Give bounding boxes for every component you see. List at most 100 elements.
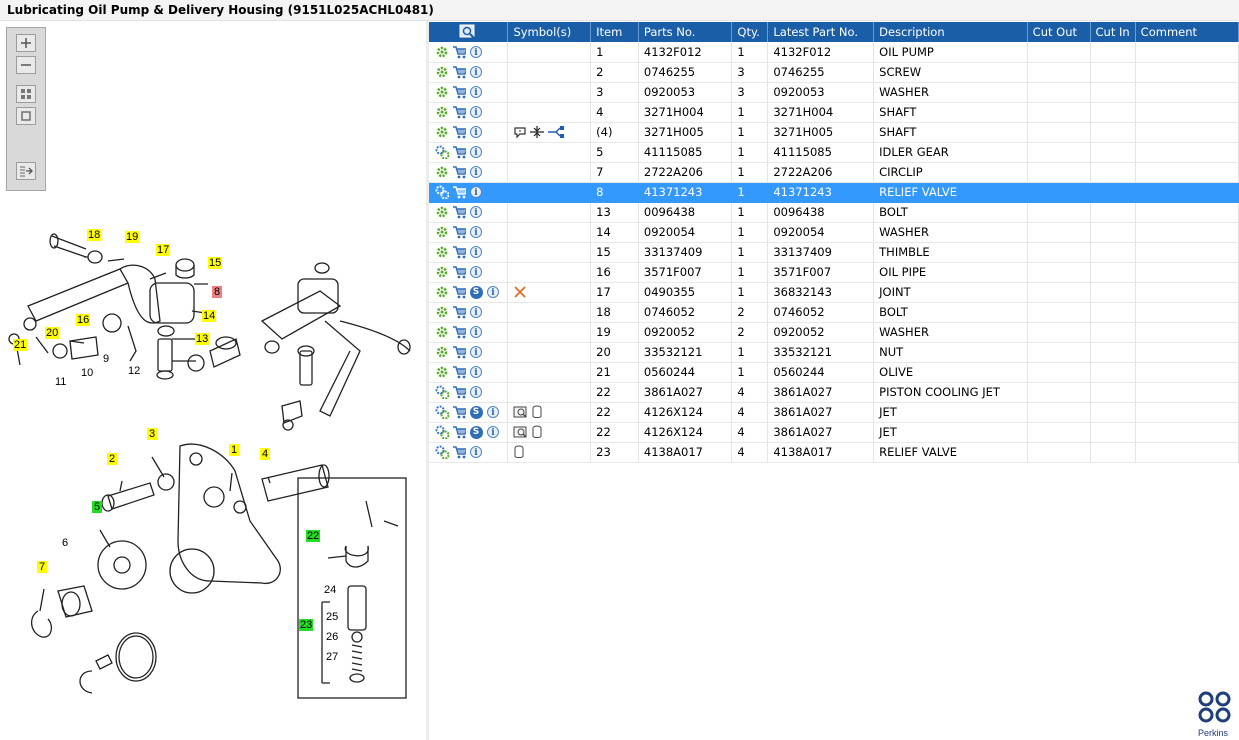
row-qty[interactable]: 4 (731, 402, 769, 423)
row-cut-in[interactable] (1090, 342, 1136, 363)
row-qty[interactable]: 1 (731, 262, 769, 283)
row-latest-part-no[interactable]: 3861A027 (767, 402, 875, 423)
row-qty[interactable]: 3 (731, 82, 769, 103)
row-description[interactable]: OLIVE (873, 362, 1028, 383)
table-row[interactable]: i 16 3571F007 1 3571F007 OIL PIPE (429, 262, 1239, 283)
cart-icon[interactable] (452, 45, 466, 59)
multi-gear-icon[interactable] (435, 385, 449, 399)
row-comment[interactable] (1135, 262, 1239, 283)
search-parts-icon[interactable] (459, 24, 477, 40)
cart-icon[interactable] (452, 405, 466, 419)
row-cut-in[interactable] (1090, 62, 1136, 83)
gear-icon[interactable] (435, 245, 449, 259)
row-item[interactable]: 22 (590, 402, 639, 423)
cart-icon[interactable] (452, 145, 466, 159)
info-icon[interactable]: i (470, 106, 482, 118)
gear-icon[interactable] (435, 345, 449, 359)
row-latest-part-no[interactable]: 41371243 (767, 182, 875, 203)
row-comment[interactable] (1135, 342, 1239, 363)
callout-4[interactable]: 4 (260, 448, 271, 460)
row-cut-out[interactable] (1027, 262, 1091, 283)
row-description[interactable]: SHAFT (873, 102, 1028, 123)
row-part-no[interactable]: 4138A017 (638, 442, 733, 463)
row-description[interactable]: BOLT (873, 202, 1028, 223)
zoom-out-button[interactable] (16, 56, 36, 74)
gear-icon[interactable] (435, 105, 449, 119)
callout-2[interactable]: 2 (107, 453, 118, 465)
row-description[interactable]: WASHER (873, 222, 1028, 243)
row-part-no[interactable]: 33532121 (638, 342, 733, 363)
info-icon[interactable]: i (470, 66, 482, 78)
row-part-no[interactable]: 33137409 (638, 242, 733, 263)
row-latest-part-no[interactable]: 3861A027 (767, 382, 875, 403)
row-description[interactable]: CIRCLIP (873, 162, 1028, 183)
callout-14[interactable]: 14 (202, 310, 217, 322)
gear-icon[interactable] (435, 85, 449, 99)
gear-icon[interactable] (435, 205, 449, 219)
cart-icon[interactable] (452, 445, 466, 459)
multi-gear-icon[interactable] (435, 145, 449, 159)
row-qty[interactable]: 1 (731, 162, 769, 183)
gear-icon[interactable] (435, 305, 449, 319)
col-header-description[interactable]: Description (873, 22, 1028, 42)
row-description[interactable]: JOINT (873, 282, 1028, 303)
row-comment[interactable] (1135, 382, 1239, 403)
row-description[interactable]: RELIEF VALVE (873, 442, 1028, 463)
split-icon[interactable] (547, 125, 565, 139)
info-icon[interactable]: i (470, 246, 482, 258)
row-item[interactable]: 5 (590, 142, 639, 163)
row-latest-part-no[interactable]: 0920054 (767, 222, 875, 243)
gear-icon[interactable] (435, 225, 449, 239)
row-item[interactable]: 14 (590, 222, 639, 243)
row-part-no[interactable]: 0096438 (638, 202, 733, 223)
row-item[interactable]: 23 (590, 442, 639, 463)
info-icon[interactable]: i (470, 226, 482, 238)
superseded-cross-icon[interactable] (513, 285, 527, 299)
callout-17[interactable]: 17 (156, 244, 171, 256)
info-icon[interactable]: i (487, 426, 499, 438)
row-item[interactable]: 19 (590, 322, 639, 343)
table-row[interactable]: i 3 0920053 3 0920053 WASHER (429, 82, 1239, 103)
col-header-part-no[interactable]: Parts No. (638, 22, 733, 42)
info-icon[interactable]: i (470, 386, 482, 398)
callout-8[interactable]: 8 (212, 286, 223, 298)
row-qty[interactable]: 2 (731, 302, 769, 323)
fit-all-button[interactable] (16, 85, 36, 103)
callout-7[interactable]: 7 (37, 561, 48, 573)
row-part-no[interactable]: 4126X124 (638, 422, 733, 443)
row-qty[interactable]: 1 (731, 142, 769, 163)
row-cut-out[interactable] (1027, 422, 1091, 443)
gear-icon[interactable] (435, 125, 449, 139)
gear-icon[interactable] (435, 265, 449, 279)
row-cut-out[interactable] (1027, 382, 1091, 403)
row-item[interactable]: 16 (590, 262, 639, 283)
row-item[interactable]: 22 (590, 382, 639, 403)
row-latest-part-no[interactable]: 4132F012 (767, 42, 875, 63)
row-cut-out[interactable] (1027, 122, 1091, 143)
row-comment[interactable] (1135, 362, 1239, 383)
row-cut-in[interactable] (1090, 382, 1136, 403)
info-icon[interactable]: i (487, 406, 499, 418)
col-header-comment[interactable]: Comment (1135, 22, 1239, 42)
info-icon[interactable]: i (470, 45, 482, 58)
row-cut-out[interactable] (1027, 282, 1091, 303)
callout-18[interactable]: 18 (87, 229, 102, 241)
row-cut-in[interactable] (1090, 282, 1136, 303)
row-description[interactable]: RELIEF VALVE (873, 182, 1028, 203)
row-cut-out[interactable] (1027, 322, 1091, 343)
row-cut-in[interactable] (1090, 162, 1136, 183)
row-description[interactable]: NUT (873, 342, 1028, 363)
table-row[interactable]: i 13 0096438 1 0096438 BOLT (429, 202, 1239, 223)
row-item[interactable]: 18 (590, 302, 639, 323)
row-cut-out[interactable] (1027, 42, 1091, 63)
row-cut-out[interactable] (1027, 242, 1091, 263)
row-latest-part-no[interactable]: 3571F007 (767, 262, 875, 283)
row-description[interactable]: JET (873, 402, 1028, 423)
callout-20[interactable]: 20 (45, 327, 60, 339)
gear-icon[interactable] (435, 365, 449, 379)
row-part-no[interactable]: 4126X124 (638, 402, 733, 423)
row-qty[interactable]: 4 (731, 442, 769, 463)
multi-gear-icon[interactable] (435, 425, 449, 439)
info-icon[interactable]: i (470, 346, 482, 358)
cart-icon[interactable] (452, 225, 466, 239)
